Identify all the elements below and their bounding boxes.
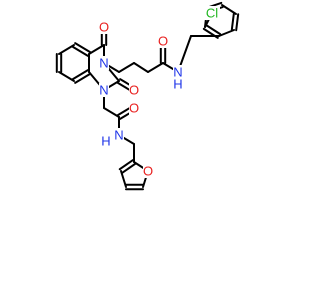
bond-ca-cb [133,62,149,73]
atom-n_amide2: N [114,128,124,143]
bond-b4-b5 [221,4,237,15]
atom-o_furan: O [143,164,153,179]
atom-label-n_amide2: N [114,128,123,143]
atom-label-background [114,128,124,142]
atom-label-o_amide1: O [158,34,168,49]
atom-label-o_amide2: O [129,101,139,116]
atom-o4: O [99,20,109,35]
atom-n_amide1: N [173,65,183,80]
atom-o_amide2: O [129,101,139,116]
bond-a3-a4 [58,71,75,82]
bond-b3-b4-a [235,13,240,32]
bond-c_amide1-ca [147,62,164,73]
atom-label-h_amide1: H [173,77,182,92]
atom-label-cl: Cl [206,6,218,21]
bond-ch2b-c_amide2 [103,107,120,118]
atom-label-o4: O [99,20,109,35]
atom-label-background [99,20,109,34]
bond-b3-b4-b [230,12,235,31]
atom-label-background [129,83,139,97]
atom-o_amide1: O [158,34,168,49]
atom-label-background [173,77,183,91]
bond-f3-f2-a [121,162,137,174]
atom-o2: O [129,83,139,98]
bond-a1-a2 [58,44,75,55]
atom-label-background [99,83,109,97]
bond-b2-b3 [218,29,235,37]
atom-label-n1: N [99,83,108,98]
bond-c4a-a1-a [74,42,92,54]
atom-label-background [129,101,139,115]
bond-c4a-a1-b [71,45,89,57]
bond-a4-c8a-a [74,72,92,84]
atom-label-background [143,164,153,178]
atom-label-n_amide1: N [173,65,182,80]
atom-label-background [173,65,183,79]
atom-label-o_furan: O [143,164,153,179]
bond-b1-b2-b [205,24,222,36]
atom-label-background [204,6,220,20]
atom-h_amide1: H [173,77,183,92]
atom-n3: N [99,56,109,71]
bond-c4-c4a [88,44,105,55]
atom-n1: N [99,83,109,98]
atom-label-background [101,134,111,148]
atom-h_amide2: H [101,134,111,149]
atom-label-n3: N [99,56,108,71]
bond-cb-cc [118,62,135,73]
bond-a4-c8a-b [71,69,89,81]
atom-label-o2: O [129,83,139,98]
atom-label-background [99,56,109,70]
bond-f3-f2-b [118,159,134,171]
atom-cl: Cl [204,6,220,21]
atom-label-h_amide2: H [101,134,110,149]
atom-label-background [158,34,168,48]
bond-layer [55,1,240,191]
